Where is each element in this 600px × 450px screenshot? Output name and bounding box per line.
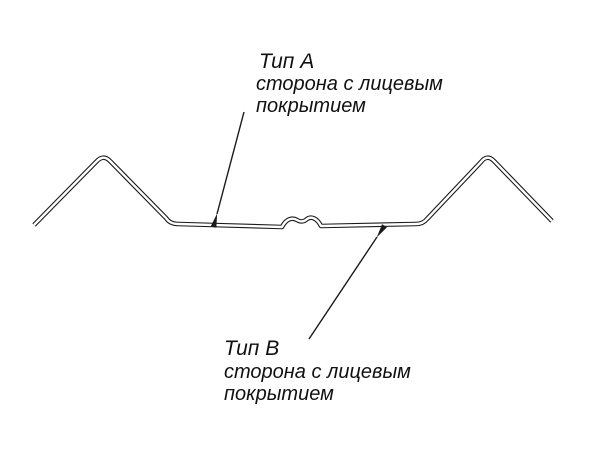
callout-type-a-line2: покрытием bbox=[256, 95, 366, 117]
callout-type-a: Тип А сторона с лицевым покрытием bbox=[256, 50, 443, 117]
sheet-profile-outline bbox=[32, 155, 554, 230]
callout-type-a-title: Тип А bbox=[259, 50, 314, 73]
callout-type-b: Тип В сторона с лицевым покрытием bbox=[224, 337, 411, 405]
callout-type-b-line1: сторона с лицевым bbox=[224, 361, 411, 383]
callout-type-a-line1: сторона с лицевым bbox=[256, 73, 443, 95]
callout-type-b-title: Тип В bbox=[224, 337, 279, 360]
profile-outline-inner bbox=[33, 156, 553, 229]
leader-line-type-a bbox=[210, 111, 245, 228]
leader-line-type-b bbox=[308, 224, 387, 340]
callout-type-b-line2: покрытием bbox=[224, 383, 334, 405]
